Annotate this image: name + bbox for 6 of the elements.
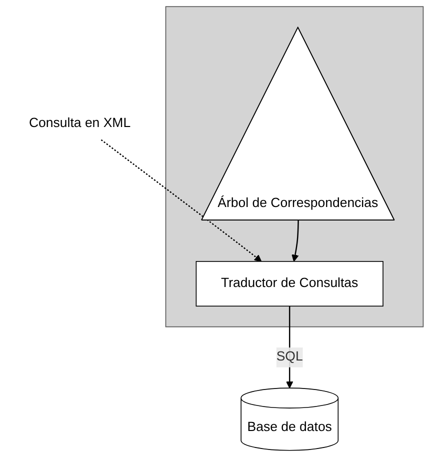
edge-label: SQL	[276, 350, 303, 364]
arrow	[100, 139, 262, 262]
node-text: Consulta en XML	[28, 116, 131, 130]
cluster	[165, 6, 424, 328]
node-box: Traductor de Consultas	[196, 261, 384, 307]
arrow	[292, 220, 299, 262]
